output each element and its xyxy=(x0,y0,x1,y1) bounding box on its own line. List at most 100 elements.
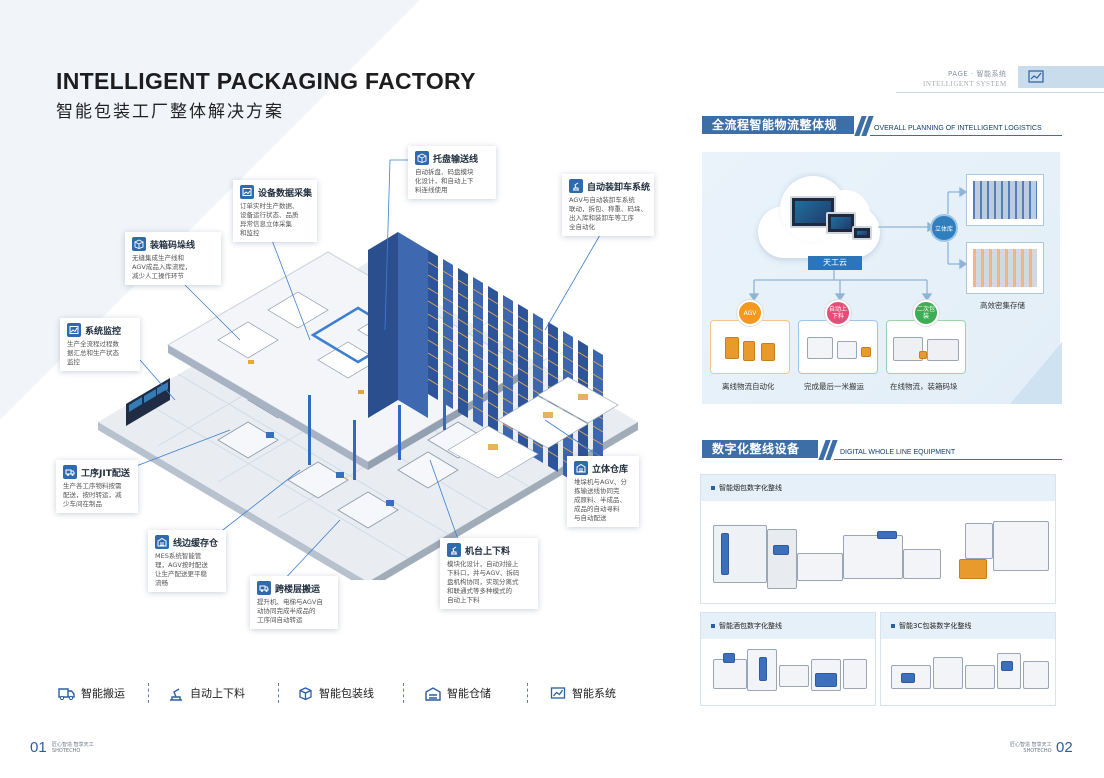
callout-text: 生产各工序物料按需配送，按时转运，减少车间在制品 xyxy=(63,482,122,508)
rack-shelf xyxy=(427,326,439,334)
option-secondary-packaging xyxy=(886,320,966,374)
rack-shelf xyxy=(457,383,469,391)
rack-shelf xyxy=(517,393,529,401)
image-icon xyxy=(242,188,252,196)
rack-shelf xyxy=(472,353,484,361)
rack-shelf xyxy=(487,310,499,318)
warehouse-icon xyxy=(425,686,441,701)
rack-shelf xyxy=(472,392,484,400)
robot-arm-icon xyxy=(573,182,579,191)
secondary-packaging-badge: 二次包装 xyxy=(913,300,939,326)
rack-shelf xyxy=(562,368,574,376)
robot-arm-icon xyxy=(451,546,457,555)
callout-text: AGV与自动装卸车系统联动，拆包、称重、码垛、出入库和装卸车等工序全自动化 xyxy=(569,196,647,231)
callout-text: 订单实时生产数据、设备运行状态、品质异常信息立体采集和监控 xyxy=(240,202,299,237)
rack-shelf xyxy=(502,423,514,431)
rack-shelf xyxy=(457,370,469,378)
box-icon xyxy=(417,153,427,163)
rack-shelf xyxy=(442,309,454,317)
rack-shelf xyxy=(457,305,469,313)
callout-text: MES系统智能管理，AGV按时配送让生产配送更平稳流畅 xyxy=(155,552,208,587)
callout-machine-loading: 机台上下料 模块化设计，自动对接上下料口，并与AGV、拆码盘机构协同，实现分离式… xyxy=(440,538,538,609)
rack-shelf xyxy=(457,331,469,339)
rack-column xyxy=(473,277,483,427)
rack-shelf xyxy=(577,351,589,359)
callout-auto-loading-truck: 自动装卸车系统 AGV与自动装卸车系统联动，拆包、称重、码垛、出入库和装卸车等工… xyxy=(562,174,654,236)
monitor-display xyxy=(826,212,856,234)
callout-jit-delivery: 工序JIT配送 生产各工序物料按需配送，按时转运，减少车间在制品 xyxy=(56,460,138,513)
rack-shelf xyxy=(427,352,439,360)
callout-data-collection: 设备数据采集 订单实时生产数据、设备运行状态、品质异常信息立体采集和监控 xyxy=(233,180,317,242)
rack-shelf xyxy=(427,300,439,308)
rack-shelf xyxy=(547,359,559,367)
rack-shelf xyxy=(442,387,454,395)
rack-shelf xyxy=(457,318,469,326)
nav-item-warehouse[interactable]: 智能仓储 xyxy=(425,683,491,703)
callout-3d-warehouse: 立体仓库 堆垛机与AGV、分拣输送线协同完成原料、半成品、成品的自动寻料与自动配… xyxy=(567,456,639,527)
rack-shelf xyxy=(517,354,529,362)
left-page-number: 01 xyxy=(30,739,47,756)
rack-shelf xyxy=(562,342,574,350)
rack-shelf xyxy=(532,441,544,449)
rack-shelf xyxy=(532,337,544,345)
rack-shelf xyxy=(442,348,454,356)
rack-shelf xyxy=(427,274,439,282)
rack-shelf xyxy=(547,346,559,354)
nav-separator xyxy=(148,683,149,703)
panel-corner-fold xyxy=(1010,342,1062,404)
auto-loading-badge: 自动上下料 xyxy=(825,300,851,326)
rack-shelf xyxy=(547,450,559,458)
rack-column xyxy=(503,295,513,445)
rack-shelf xyxy=(577,429,589,437)
factory-illustration xyxy=(98,232,638,580)
nav-item-system[interactable]: 智能系统 xyxy=(550,683,616,703)
rack-shelf xyxy=(472,366,484,374)
page-label: PAGE · 智能系统 xyxy=(948,70,1007,78)
header-divider xyxy=(896,92,1104,93)
rack-shelf xyxy=(532,376,544,384)
rack-shelf xyxy=(532,350,544,358)
rack-shelf xyxy=(487,323,499,331)
callout-text: 模块化设计，自动对接上下料口，并与AGV、拆码盘机构协同，实现分离式和联通式等多… xyxy=(447,560,520,604)
nav-separator xyxy=(403,683,404,703)
option-label: 离线物流自动化 xyxy=(722,382,775,391)
right-page-number: 02 xyxy=(1056,739,1073,756)
tablet-display xyxy=(852,226,872,240)
equipment-panel-3c: 智能3C包装数字化整线 xyxy=(880,612,1056,706)
truck-icon xyxy=(259,585,269,592)
chart-icon xyxy=(550,686,566,699)
chart-icon xyxy=(1028,70,1044,83)
rack-shelf xyxy=(442,374,454,382)
callout-text: 生产全流程过程数据汇总和生产状态监控 xyxy=(67,340,119,366)
rack-shelf xyxy=(457,357,469,365)
rack-column xyxy=(443,259,453,409)
rack-shelf xyxy=(487,349,499,357)
nav-separator xyxy=(278,683,279,703)
equipment-panel-wine: 智能酒包数字化整线 xyxy=(700,612,876,706)
rack-shelf xyxy=(502,345,514,353)
logistics-section-header: 全流程智能物流整体规划 OVERALL PLANNING OF INTELLIG… xyxy=(702,116,1062,150)
rack-shelf xyxy=(472,340,484,348)
rack-shelf xyxy=(562,355,574,363)
rack-shelf xyxy=(517,341,529,349)
cloud-label: 天工云 xyxy=(808,256,862,270)
nav-item-loading[interactable]: 自动上下料 xyxy=(168,683,245,703)
rack-shelf xyxy=(502,371,514,379)
nav-item-handling[interactable]: 智能搬运 xyxy=(58,683,125,703)
rack-shelf xyxy=(427,287,439,295)
nav-separator xyxy=(527,683,528,703)
nav-item-packaging-line[interactable]: 智能包装线 xyxy=(298,683,374,703)
option-label: 完成最后一米搬运 xyxy=(804,382,864,391)
option-auto-loading xyxy=(798,320,878,374)
rack-shelf xyxy=(592,386,604,394)
rack-shelf xyxy=(442,361,454,369)
rack-column xyxy=(488,286,498,436)
rack-shelf xyxy=(502,319,514,327)
page-title: INTELLIGENT PACKAGING FACTORY xyxy=(56,68,476,94)
box-icon xyxy=(299,686,312,700)
rack-shelf xyxy=(427,365,439,373)
rack-shelf xyxy=(427,378,439,386)
rack-shelf xyxy=(487,336,499,344)
rack-shelf xyxy=(502,384,514,392)
